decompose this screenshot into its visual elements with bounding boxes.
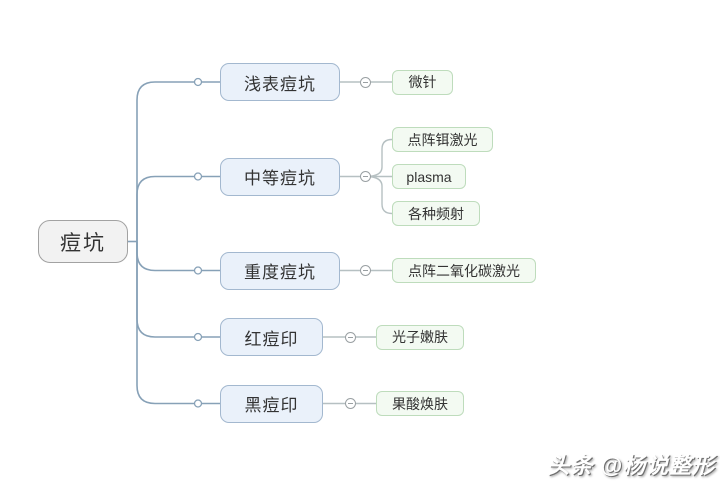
connector-dot-2 (193, 172, 203, 181)
branch-node-medium-pits[interactable]: 中等痘坑 (220, 157, 340, 196)
connector-branch-5 (136, 241, 220, 405)
leaf-node-microneedling[interactable]: 微针 (392, 69, 453, 95)
root-node-acne-pits[interactable]: 痘坑 (38, 220, 128, 263)
connector-dot-4 (193, 332, 203, 342)
branch-node-shallow-pits[interactable]: 浅表痘坑 (220, 63, 340, 101)
branch-node-dark-marks[interactable]: 黑痘印 (220, 384, 323, 423)
connector-leaf-2c (365, 175, 393, 215)
minus-icon (363, 176, 368, 177)
collapse-button-2[interactable] (360, 171, 371, 182)
connector-dot-1 (193, 77, 203, 87)
leaf-node-plasma[interactable]: plasma (392, 164, 466, 189)
collapse-button-4[interactable] (345, 331, 356, 343)
leaf-node-photorejuvenation[interactable]: 光子嫩肤 (376, 324, 464, 350)
collapse-button-1[interactable] (360, 76, 371, 88)
branch-node-red-marks[interactable]: 红痘印 (220, 318, 323, 356)
connector-branch-1 (136, 81, 220, 242)
leaf-node-fractional-co2-laser[interactable]: 点阵二氧化碳激光 (392, 258, 536, 283)
branch-node-severe-pits[interactable]: 重度痘坑 (220, 251, 340, 290)
collapse-button-3[interactable] (360, 265, 371, 276)
connector-dot-5 (193, 399, 203, 408)
connector-dot-3 (193, 266, 203, 275)
minus-icon (363, 270, 368, 271)
minus-icon (348, 403, 353, 404)
minus-icon (363, 81, 368, 83)
leaf-node-fruit-acid-peel[interactable]: 果酸焕肤 (376, 391, 464, 416)
connector-leaf-2a (365, 138, 393, 178)
connector-branch-3 (136, 241, 220, 272)
leaf-node-fractional-erbium-laser[interactable]: 点阵铒激光 (392, 127, 493, 152)
collapse-button-5[interactable] (345, 398, 356, 409)
connector-branch-4 (136, 241, 220, 338)
minus-icon (348, 336, 353, 338)
connector-branch-2 (136, 175, 220, 242)
leaf-node-radio-frequency[interactable]: 各种频射 (392, 201, 480, 226)
watermark: 头条 @杨说整形 (547, 453, 715, 478)
